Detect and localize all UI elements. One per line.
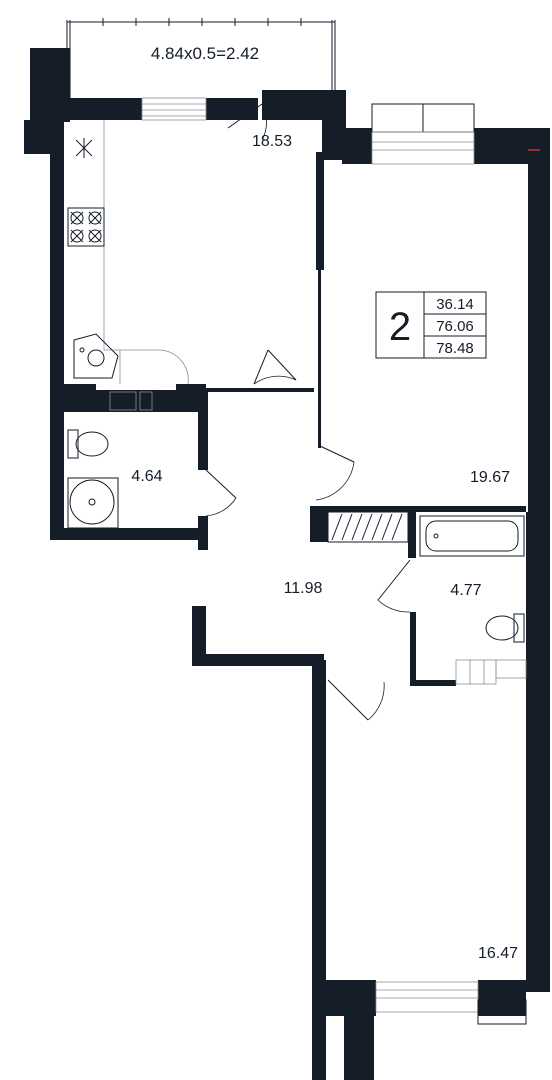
balcony-area-label: 4.84x0.5=2.42: [151, 44, 259, 63]
room-upper-area-label: 19.67: [470, 469, 510, 486]
living-area: 36.14: [436, 296, 474, 313]
kitchen-area-label: 18.53: [252, 133, 292, 150]
bathtub-icon: [419, 515, 525, 557]
toilet-icon: [485, 613, 525, 643]
bathroom-left-fixtures: [67, 429, 119, 529]
kitchen-sink-icon: [75, 138, 93, 158]
bathroom-right-area-label: 4.77: [450, 582, 481, 599]
total-with-balcony: 78.48: [436, 340, 474, 357]
toilet-icon: [67, 429, 109, 459]
shower-icon: [67, 477, 119, 529]
balcony: [66, 18, 336, 98]
bathroom-left-area-label: 4.64: [131, 468, 162, 485]
bathroom-right-fixtures: [419, 515, 527, 679]
windows: [109, 97, 527, 1025]
total-area: 76.06: [436, 318, 474, 335]
doors: [205, 103, 411, 721]
area-summary: 2 36.14 76.06 78.48: [375, 291, 487, 359]
room-lower-area-label: 16.47: [478, 945, 518, 962]
kitchen-fixtures: [67, 120, 189, 385]
room-count: 2: [389, 305, 411, 349]
hall-area-label: 11.98: [284, 580, 323, 597]
corner-sink-icon: [73, 333, 119, 379]
wardrobe: [327, 511, 409, 543]
walls: [24, 48, 550, 1080]
stove-icon: [67, 207, 105, 247]
